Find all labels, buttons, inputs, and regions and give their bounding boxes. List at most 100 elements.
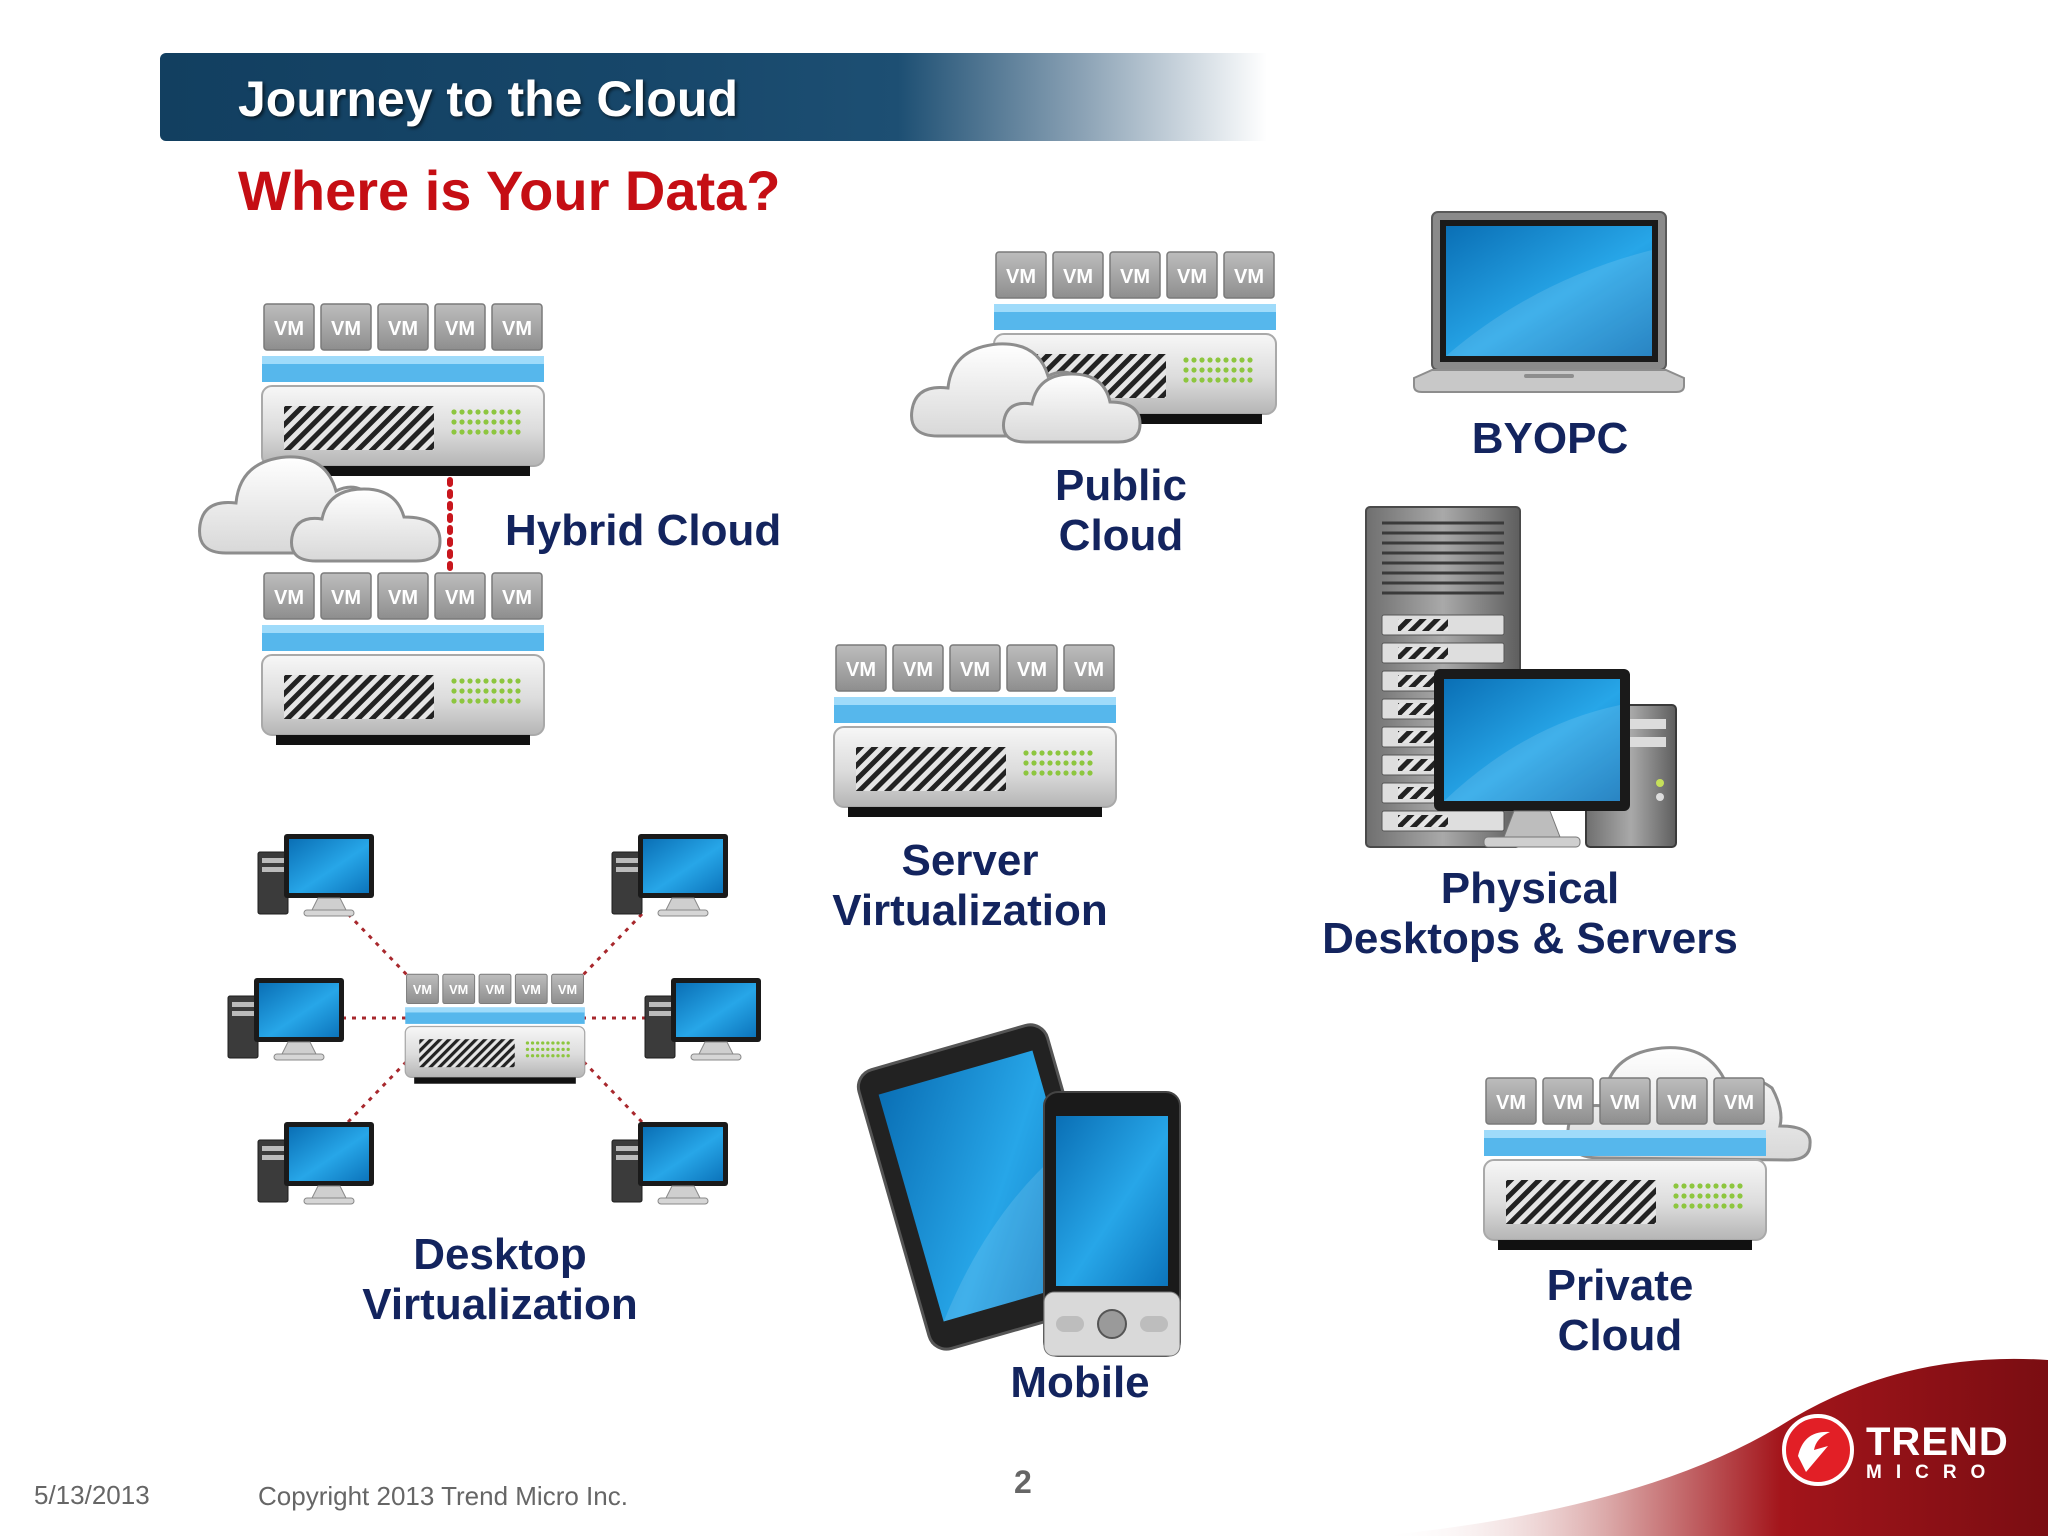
private-cloud-label: Private Cloud: [1520, 1261, 1720, 1361]
vm-tile: VM: [1542, 1077, 1594, 1125]
vm-label: VM: [522, 982, 541, 997]
vm-tile: VM: [1109, 251, 1161, 299]
vm-tile: VM: [434, 572, 486, 620]
vm-tile: VM: [551, 973, 584, 1005]
vm-label: VM: [1017, 659, 1047, 681]
vm-label: VM: [1074, 659, 1104, 681]
slide-subtitle: Where is Your Data?: [238, 159, 781, 222]
desktop-computer-icon: [257, 1122, 374, 1205]
physical-server-icon: [1365, 506, 1677, 848]
hybrid-cloud-label: Hybrid Cloud: [505, 506, 782, 555]
server-virtualization-line2: Virtualization: [832, 886, 1108, 935]
private-cloud-line2: Cloud: [1557, 1311, 1683, 1360]
vm-tile: VM: [995, 251, 1047, 299]
private-cloud-line1: Private: [1546, 1261, 1694, 1310]
server-icon: VM VM VM VM VM: [261, 572, 545, 745]
vm-label: VM: [449, 982, 468, 997]
laptop-icon: [1413, 211, 1685, 393]
vm-tile: VM: [1006, 644, 1058, 692]
vm-label: VM: [558, 982, 577, 997]
vm-label: VM: [413, 982, 432, 997]
public-cloud-line1: Public: [1054, 461, 1188, 510]
vm-label: VM: [502, 587, 532, 609]
vm-tile: VM: [949, 644, 1001, 692]
physical-desktops-label: Physical Desktops & Servers: [1300, 864, 1760, 964]
vm-label: VM: [1667, 1092, 1697, 1114]
vm-tile: VM: [1166, 251, 1218, 299]
vm-tile: VM: [377, 572, 429, 620]
vm-label: VM: [1724, 1092, 1754, 1114]
vm-tile: VM: [1485, 1077, 1537, 1125]
vm-tile: VM: [1656, 1077, 1708, 1125]
vm-tile: VM: [434, 303, 486, 351]
vm-tile: VM: [478, 973, 512, 1005]
vm-label: VM: [1177, 266, 1207, 288]
public-cloud-line2: Cloud: [1058, 511, 1184, 560]
desktop-computer-icon: [611, 1122, 728, 1205]
physical-desktops-line2: Desktops & Servers: [1322, 914, 1738, 963]
trend-micro-logo-icon: [1782, 1414, 1854, 1486]
slide-title: Journey to the Cloud: [238, 71, 738, 127]
vm-label: VM: [388, 318, 418, 340]
vm-tile: VM: [263, 303, 315, 351]
server-virtualization-label: Server Virtualization: [820, 836, 1120, 936]
vm-tile: VM: [835, 644, 887, 692]
desktop-computer-icon: [611, 834, 728, 917]
vm-label: VM: [1120, 266, 1150, 288]
vm-tile: VM: [1599, 1077, 1651, 1125]
byopc-label: BYOPC: [1471, 414, 1629, 463]
vm-label: VM: [445, 587, 475, 609]
vm-label: VM: [331, 318, 361, 340]
vm-label: VM: [274, 318, 304, 340]
vm-tile: VM: [442, 973, 476, 1005]
server-icon: VM VM VM VM VM: [833, 644, 1117, 817]
vm-tile: VM: [491, 572, 543, 620]
server-virtualization-line1: Server: [901, 836, 1039, 885]
footer-swoosh: [1380, 1358, 2048, 1536]
vm-label: VM: [1063, 266, 1093, 288]
physical-desktops-line1: Physical: [1440, 864, 1620, 913]
desktop-virtualization-label: Desktop Virtualization: [350, 1230, 650, 1330]
footer-date: 5/13/2013: [34, 1480, 150, 1510]
server-icon: VM VM VM VM VM: [1483, 1077, 1767, 1250]
vm-tile: VM: [892, 644, 944, 692]
cloud-icon: [198, 455, 442, 563]
vm-tile: VM: [514, 973, 548, 1005]
vm-label: VM: [274, 587, 304, 609]
page-number: 2: [1014, 1464, 1032, 1500]
desktop-computer-icon: [644, 978, 761, 1061]
vm-label: VM: [960, 659, 990, 681]
server-icon: VM VM VM VM VM: [261, 303, 545, 476]
desktop-virtualization-line2: Virtualization: [362, 1280, 638, 1329]
vm-tile: VM: [406, 973, 439, 1005]
vm-tile: VM: [1052, 251, 1104, 299]
vm-label: VM: [1610, 1092, 1640, 1114]
vm-label: VM: [903, 659, 933, 681]
vm-tile: VM: [1063, 644, 1115, 692]
vm-label: VM: [1496, 1092, 1526, 1114]
vm-label: VM: [1553, 1092, 1583, 1114]
vm-label: VM: [388, 587, 418, 609]
header-bar: [160, 53, 1390, 141]
vm-tile: VM: [491, 303, 543, 351]
trend-micro-logo-text: TREND MICRO: [1866, 1422, 2009, 1484]
vm-label: VM: [1234, 266, 1264, 288]
vm-label: VM: [502, 318, 532, 340]
footer-copyright: Copyright 2013 Trend Micro Inc.: [258, 1481, 628, 1511]
vm-label: VM: [846, 659, 876, 681]
vm-tile: VM: [377, 303, 429, 351]
vm-label: VM: [485, 982, 504, 997]
vm-tile: VM: [1223, 251, 1275, 299]
vm-tile: VM: [320, 303, 372, 351]
public-cloud-label: Public Cloud: [1020, 461, 1222, 561]
server-icon: VM VM VM VM VM: [404, 973, 586, 1084]
logo-line2: MICRO: [1866, 1462, 2000, 1483]
vm-tile: VM: [263, 572, 315, 620]
mobile-devices-icon: [856, 1023, 1181, 1357]
cloud-icon: [910, 342, 1142, 444]
vm-tile: VM: [1713, 1077, 1765, 1125]
dotted-connector: [447, 477, 453, 575]
vm-label: VM: [331, 587, 361, 609]
vm-label: VM: [445, 318, 475, 340]
